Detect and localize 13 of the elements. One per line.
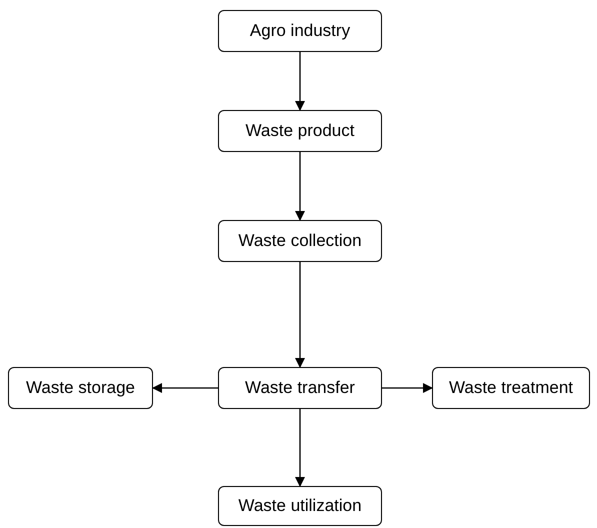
arrow xyxy=(382,383,433,393)
process-box: Waste treatment xyxy=(432,367,590,409)
process-box: Waste utilization xyxy=(218,486,382,526)
process-box: Agro industry xyxy=(218,10,382,52)
arrow xyxy=(295,409,305,487)
arrow xyxy=(295,52,305,111)
process-box: Waste transfer xyxy=(218,367,382,409)
arrow xyxy=(295,262,305,368)
process-box: Waste product xyxy=(218,110,382,152)
process-box: Waste collection xyxy=(218,220,382,262)
arrow xyxy=(295,152,305,221)
arrow xyxy=(152,383,218,393)
process-box: Waste storage xyxy=(8,367,153,409)
